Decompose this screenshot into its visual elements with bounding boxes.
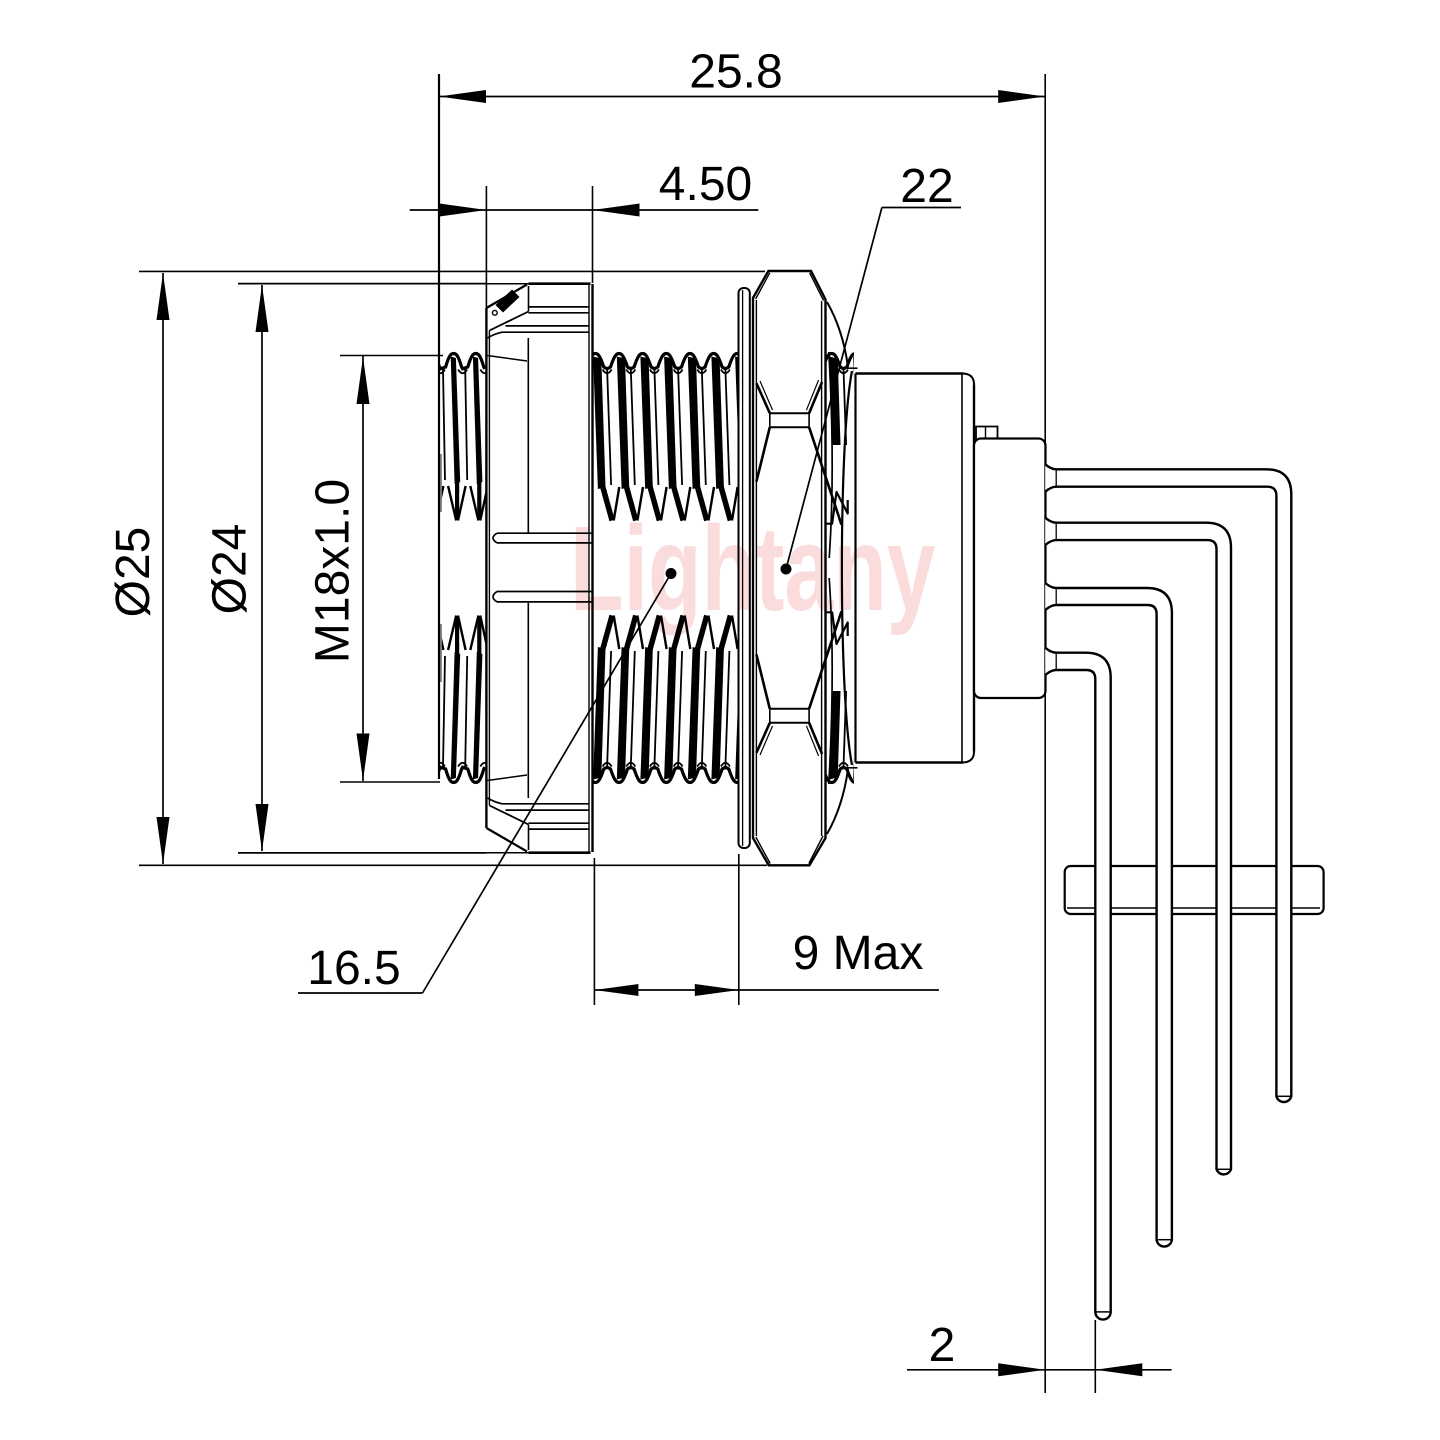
svg-text:22: 22 — [900, 160, 953, 213]
svg-text:Lightany: Lightany — [570, 501, 936, 636]
svg-text:Ø25: Ø25 — [107, 527, 160, 618]
svg-text:16.5: 16.5 — [307, 942, 400, 995]
svg-text:25.8: 25.8 — [689, 46, 782, 99]
svg-text:2: 2 — [929, 1319, 956, 1372]
svg-text:Ø24: Ø24 — [204, 524, 257, 615]
svg-text:4.50: 4.50 — [659, 158, 752, 211]
svg-text:M18x1.0: M18x1.0 — [307, 479, 360, 663]
svg-text:9 Max: 9 Max — [793, 927, 924, 980]
